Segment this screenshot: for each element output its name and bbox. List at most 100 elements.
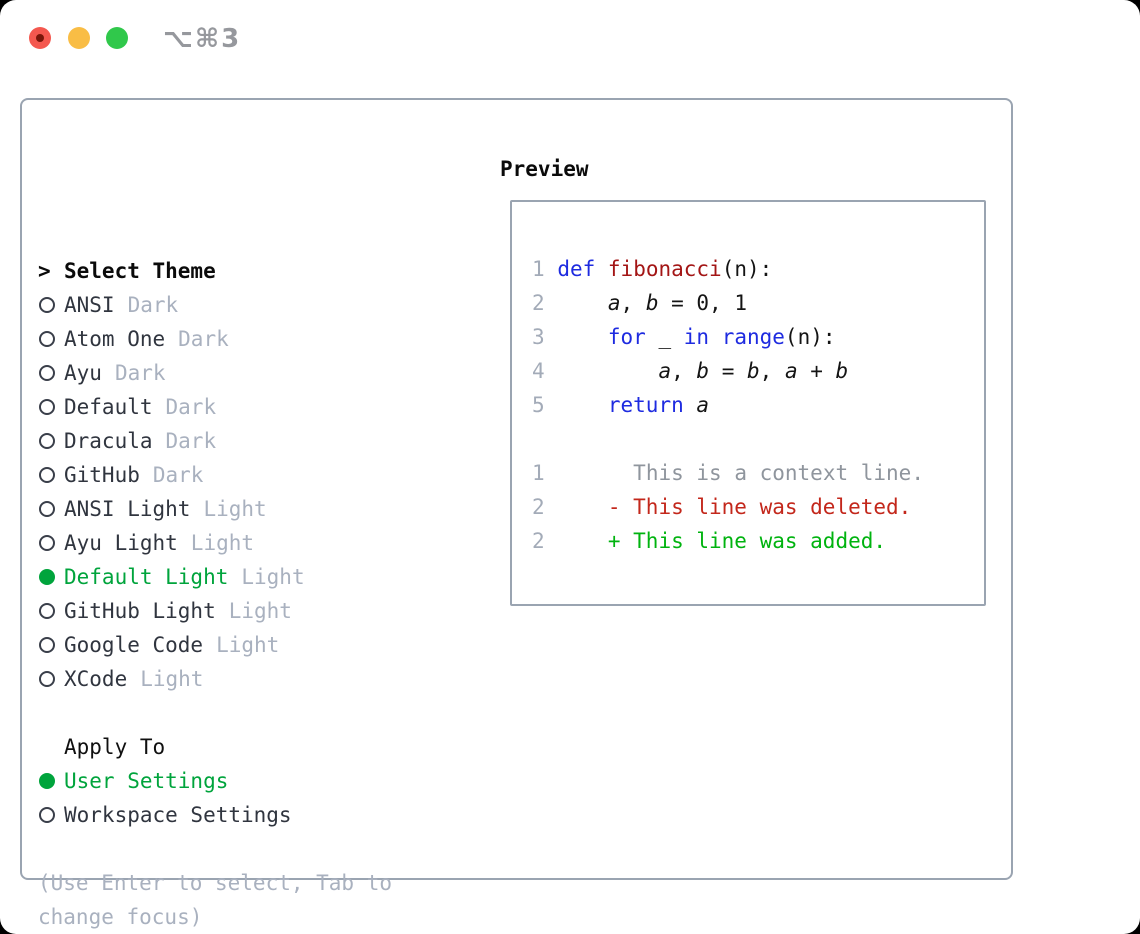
radio-unselected-icon [39,807,55,823]
radio-unselected-icon [39,365,55,381]
radio-slot [38,807,64,823]
hint-text-line-2: change focus) [38,900,392,934]
code-token: a [784,359,798,383]
spacer-row [38,696,392,730]
line-number: 2 [532,291,545,315]
radio-slot [38,671,64,687]
line-number: 1 [532,461,545,485]
theme-item-ansi-label: ANSI [64,293,115,317]
close-button[interactable] [29,27,51,49]
line-number: 2 [532,529,545,553]
cursor-slot: > [38,254,64,288]
preview-title: Preview [500,157,589,181]
theme-variant-tag: Light [140,667,204,691]
apply-option-user-settings[interactable]: User Settings [38,764,392,798]
theme-variant-tag: Dark [165,395,217,419]
theme-item-default[interactable]: Default Dark [38,390,392,424]
code-token: (n): [784,325,836,349]
radio-unselected-icon [39,501,55,517]
code-line-2: 2 a, b = 0, 1 [532,286,984,320]
apply-option-workspace-settings[interactable]: Workspace Settings [38,798,392,832]
theme-item-ayu-light-label: Ayu Light [64,531,178,555]
radio-slot [38,773,64,789]
theme-variant-tag: Dark [114,361,166,385]
radio-unselected-icon [39,433,55,449]
code-token: b [645,291,659,315]
line-number: 5 [532,393,545,417]
code-token: def [557,257,596,281]
theme-item-atom-one-label: Atom One [64,327,166,351]
theme-item-xcode-label: XCode [64,667,128,691]
theme-variant-tag: Dark [152,463,204,487]
code-token: a [607,291,621,315]
theme-item-default-light-label: Default Light [64,565,229,589]
radio-slot [38,637,64,653]
code-token [545,529,608,553]
theme-variant-tag: Light [241,565,305,589]
theme-item-ayu-label: Ayu [64,361,102,385]
radio-unselected-icon [39,331,55,347]
radio-unselected-icon [39,467,55,483]
code-line-5: 5 return a [532,388,984,422]
code-token: a [658,359,672,383]
code-token: a [696,393,710,417]
theme-item-github-label: GitHub [64,463,140,487]
code-token [595,257,608,281]
theme-item-github[interactable]: GitHub Dark [38,458,392,492]
theme-item-default-label: Default [64,395,153,419]
theme-variant-tag: Light [216,633,280,657]
code-token [545,495,608,519]
theme-item-google-code[interactable]: Google Code Light [38,628,392,662]
apply-to-header: Apply To [38,730,392,764]
code-token [545,393,608,417]
line-number: 4 [532,359,545,383]
radio-unselected-icon [39,671,55,687]
radio-slot [38,535,64,551]
code-token [684,393,697,417]
theme-item-default-light[interactable]: Default Light Light [38,560,392,594]
select-theme-header: >Select Theme [38,254,392,288]
hint-text-line-1: (Use Enter to select, Tab to [38,866,392,900]
theme-item-ayu[interactable]: Ayu Dark [38,356,392,390]
code-token [545,291,608,315]
radio-slot [38,399,64,415]
code-token: in [683,325,710,349]
code-line-3: 3 for _ in range(n): [532,320,984,354]
theme-item-ansi-light-label: ANSI Light [64,497,191,521]
radio-unselected-icon [39,637,55,653]
theme-item-google-code-label: Google Code [64,633,204,657]
theme-item-atom-one[interactable]: Atom One Dark [38,322,392,356]
radio-unselected-icon [39,399,55,415]
keyboard-shortcut-label: ⌥⌘3 [163,24,242,54]
radio-slot [38,365,64,381]
theme-variant-tag: Light [228,599,292,623]
minimize-button[interactable] [68,27,90,49]
code-token: + This line was added. [607,529,887,553]
code-token: , [759,359,785,383]
radio-slot [38,569,64,585]
theme-variant-tag: Dark [178,327,229,351]
radio-slot [38,331,64,347]
radio-slot [38,433,64,449]
cursor-icon: > [38,259,51,283]
code-line-4: 4 a, b = b, a + b [532,354,984,388]
code-line-7: 1 This is a context line. [532,456,984,490]
theme-variant-tag: Dark [165,429,217,453]
radio-selected-icon [39,569,55,585]
zoom-button[interactable] [106,27,128,49]
radio-slot [38,297,64,313]
line-number: 1 [532,257,545,281]
theme-item-xcode[interactable]: XCode Light [38,662,392,696]
radio-unselected-icon [39,297,55,313]
radio-slot [38,501,64,517]
code-token: fibonacci [607,257,722,281]
